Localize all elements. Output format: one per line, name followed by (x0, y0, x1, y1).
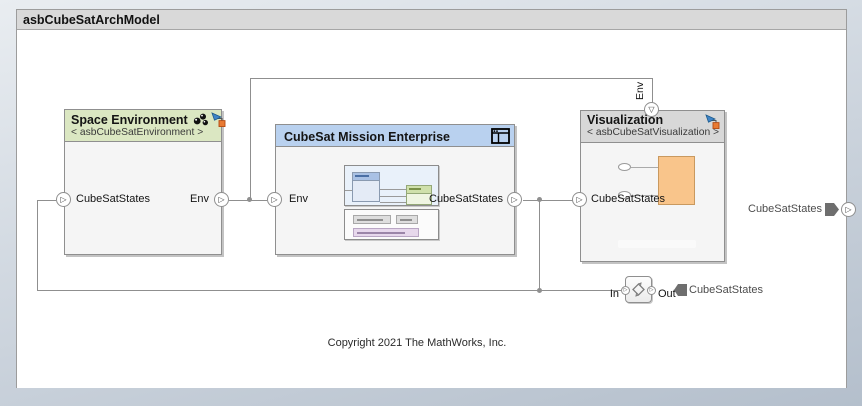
port-triangle-icon: ▷ (511, 194, 518, 204)
port-triangle-icon: ▷ (60, 194, 67, 204)
wire-junction-dot (537, 197, 542, 202)
wire-junction-dot (247, 197, 252, 202)
model-frame: asbCubeSatArchModel Env Space Environmen… (16, 9, 856, 388)
copyright-text: Copyright 2021 The MathWorks, Inc. (327, 337, 507, 349)
port-boundary-output[interactable]: ▷ (841, 202, 856, 217)
port-label-adapter-out: Out (658, 288, 676, 300)
link-badge-icon (705, 114, 720, 129)
wire-mission-to-visualization[interactable] (523, 200, 573, 201)
preview-connector-oval (618, 163, 631, 171)
wire-states-feedback-left[interactable] (37, 200, 38, 290)
port-triangle-icon: ▷ (845, 204, 852, 214)
wire-states-branch-vertical[interactable] (539, 200, 540, 290)
wire-env-branch-horizontal[interactable] (250, 78, 653, 79)
signal-tag-right-icon (825, 203, 839, 216)
preview-orange-block (658, 156, 695, 205)
port-spaceenv-input[interactable]: ▷ (56, 192, 71, 207)
port-label-adapter-in: In (609, 288, 619, 300)
port-label-mission-cubesatstates: CubeSatStates (429, 193, 503, 205)
mini-block-blue (352, 172, 380, 202)
tag-label-cubesatstates: CubeSatStates (689, 284, 763, 296)
diagram-canvas[interactable]: Env Space Environment (17, 30, 856, 388)
window-panes-icon (491, 128, 510, 144)
preview-connector-oval (618, 191, 631, 199)
port-triangle-icon: ▷ (623, 287, 628, 293)
mini-box-gray (353, 215, 391, 224)
port-label-mission-env: Env (289, 193, 308, 205)
block-space-environment-header[interactable]: Space Environment < (65, 110, 226, 142)
wire-states-feedback-bottom[interactable] (37, 290, 621, 291)
signal-tag-left-icon (674, 284, 687, 296)
port-triangle-down-icon: ▽ (648, 104, 655, 114)
block-space-environment[interactable]: Space Environment < (64, 109, 226, 255)
block-mission-enterprise[interactable]: CubeSat Mission Enterprise (275, 124, 515, 255)
port-adapter-out[interactable]: ▷ (647, 286, 656, 295)
port-triangle-icon: ▷ (576, 194, 583, 204)
component-reference-spheres-icon (193, 113, 208, 126)
port-label-spaceenv-cubesatstates: CubeSatStates (76, 193, 150, 205)
block-mission-enterprise-header[interactable]: CubeSat Mission Enterprise (276, 125, 514, 147)
wire-env-branch-vertical[interactable] (250, 78, 251, 200)
mini-block-green (406, 185, 432, 205)
boundary-output-label: CubeSatStates (748, 203, 822, 215)
mission-preview-services-panel (344, 209, 439, 240)
port-label-visualization-cubesatstates: CubeSatStates (591, 193, 665, 205)
wire-states-into-spaceenv[interactable] (37, 200, 56, 201)
wire-label-env: Env (634, 81, 646, 100)
port-visualization-input[interactable]: ▷ (572, 192, 587, 207)
mission-preview-architecture-panel (344, 165, 439, 206)
block-title: Visualization (587, 113, 664, 127)
port-mission-input[interactable]: ▷ (267, 192, 282, 207)
port-triangle-icon: ▷ (649, 287, 654, 293)
port-visualization-top-input[interactable]: ▽ (644, 102, 659, 117)
port-triangle-icon: ▷ (271, 194, 278, 204)
preview-faint-strip (618, 240, 696, 248)
port-triangle-icon: ▷ (218, 194, 225, 204)
link-badge-icon (211, 112, 226, 127)
model-titlebar: asbCubeSatArchModel (17, 10, 846, 30)
wire-junction-dot (537, 288, 542, 293)
mini-box-gray (396, 215, 418, 224)
block-title: CubeSat Mission Enterprise (284, 130, 451, 144)
model-title: asbCubeSatArchModel (23, 13, 160, 27)
preview-line (631, 167, 658, 168)
mini-box-pink (353, 228, 419, 237)
port-spaceenv-output[interactable]: ▷ (214, 192, 229, 207)
port-mission-output[interactable]: ▷ (507, 192, 522, 207)
block-subtitle: < asbCubeSatVisualization > (587, 127, 720, 138)
adapter-diamond-icon (632, 282, 645, 297)
block-visualization[interactable]: Visualization < asbCubeSatVisualization … (580, 110, 725, 262)
port-label-spaceenv-env: Env (190, 193, 209, 205)
preview-line (631, 195, 658, 196)
block-title: Space Environment (71, 112, 188, 127)
wire-env-into-visualization[interactable] (652, 78, 653, 103)
block-subtitle: < asbCubeSatEnvironment > (71, 127, 204, 138)
port-adapter-in[interactable]: ▷ (621, 286, 630, 295)
